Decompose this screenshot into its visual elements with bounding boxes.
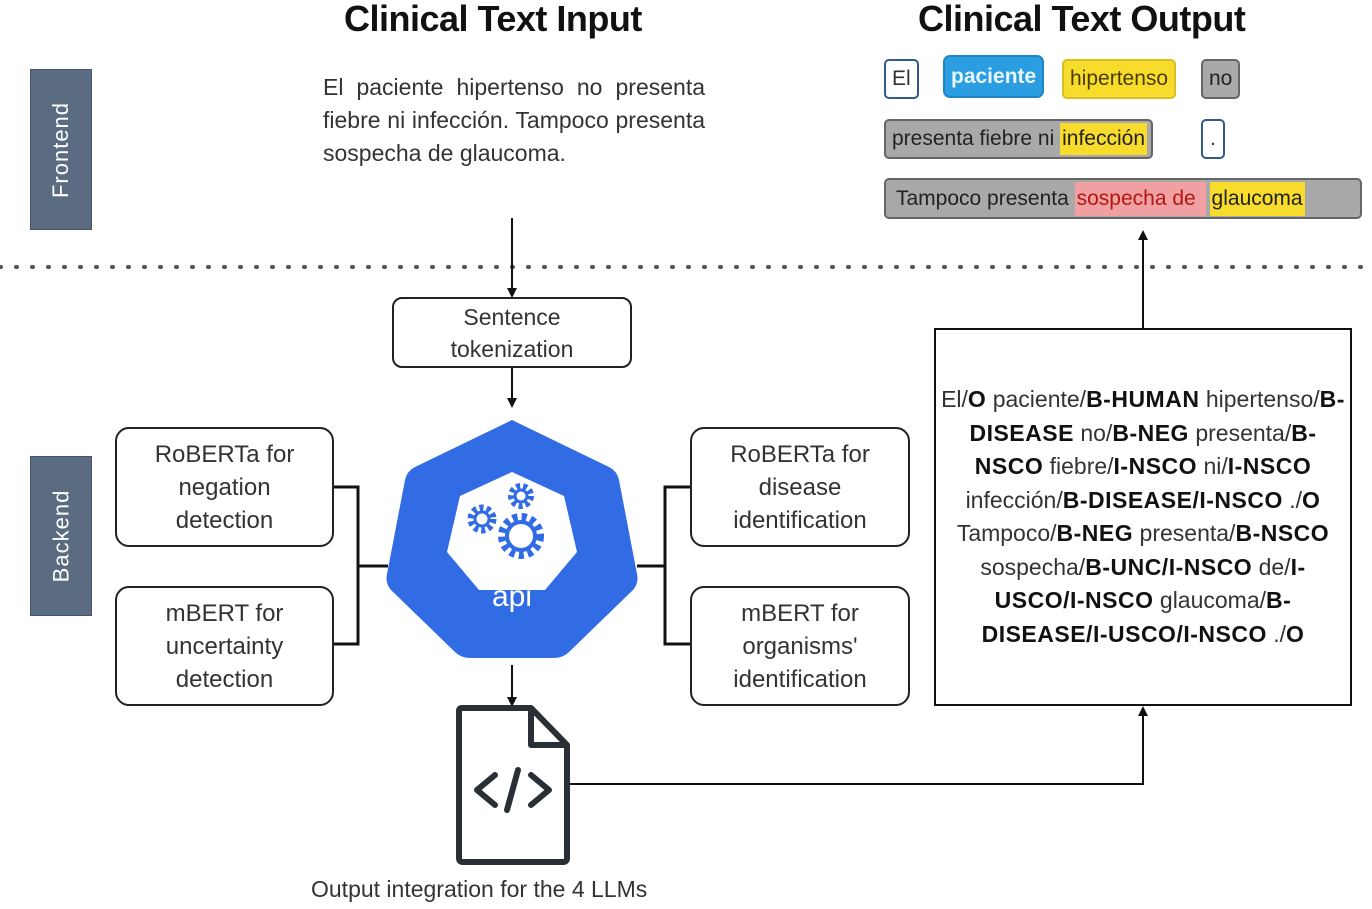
token-word: fiebre/	[1049, 453, 1114, 479]
model-line: organisms'	[742, 632, 858, 660]
token-word: ni/	[1203, 453, 1228, 479]
token-word: glaucoma/	[1159, 587, 1267, 613]
token-word: presenta/	[1195, 419, 1292, 446]
backend-lane-label: Backend	[30, 456, 92, 616]
chip-paciente-human: paciente	[943, 55, 1045, 98]
integration-caption: Output integration for the 4 LLMs	[311, 876, 648, 902]
gears-icon	[467, 483, 544, 559]
model-line: negation	[178, 473, 271, 501]
model-line: identification	[733, 665, 867, 693]
clinical-input-text: El paciente hipertenso no presenta fiebr…	[323, 74, 705, 166]
token-tag: B-HUMAN	[1086, 386, 1200, 412]
model-line: detection	[175, 506, 274, 534]
token-tag: O	[1286, 620, 1305, 647]
bracket-right-models	[637, 485, 690, 646]
token-word: El/	[941, 386, 968, 412]
input-title: Clinical Text Input	[344, 0, 642, 39]
token-tag: B-DISEASE	[969, 386, 1345, 446]
token-tag: B-NEG	[1056, 520, 1134, 546]
bracket-left-models	[333, 485, 388, 646]
token-word: Tampoco/	[956, 520, 1057, 546]
tagged-output-box: El/O paciente/B-HUMAN hipertenso/B-DISEA…	[934, 328, 1352, 706]
token-word: ./	[1273, 620, 1287, 647]
model-line: RoBERTa for	[730, 440, 870, 468]
api-icon: api	[386, 420, 638, 658]
model-box-uncertainty: mBERT for uncertainty detection	[115, 586, 334, 706]
model-box-organisms: mBERT for organisms' identification	[690, 586, 910, 706]
model-line: identification	[733, 506, 867, 534]
token-tag: O	[967, 386, 987, 412]
token-word: hipertenso/	[1205, 386, 1320, 412]
chip-negation-scope-2: Tampoco presenta sospecha de glaucoma	[884, 178, 1362, 219]
model-line: RoBERTa for	[154, 440, 295, 468]
token-tag: I-NSCO	[1227, 453, 1312, 479]
token-tag: B-UNC/I-NSCO	[1085, 553, 1253, 580]
token-word: ./	[1289, 486, 1303, 513]
model-line: uncertainty	[165, 632, 284, 660]
token-word: de/	[1258, 553, 1291, 580]
model-line: disease	[758, 473, 842, 501]
model-line: mBERT for	[165, 599, 284, 627]
chip-no-negation: no	[1201, 59, 1241, 99]
scope-text: Tampoco presenta	[896, 186, 1075, 210]
token-tag: O	[1302, 486, 1321, 513]
token-tag: I-USCO/I-NSCO	[994, 553, 1306, 614]
tagged-output-text: El/O paciente/B-HUMAN hipertenso/B-DISEA…	[936, 383, 1350, 651]
token-tag: I-NSCO	[1113, 453, 1198, 479]
scope-disease-infeccion: infección	[1060, 123, 1147, 155]
model-box-disease: RoBERTa for disease identification	[690, 427, 910, 547]
sentence-tokenization-box: Sentence tokenization	[392, 297, 632, 368]
scope-disease-glaucoma: glaucoma	[1209, 181, 1305, 216]
chip-negation-scope-1: presenta fiebre ni infección	[884, 119, 1153, 159]
frontend-label-text: Frontend	[48, 101, 73, 198]
token-tag: B-NEG	[1112, 419, 1189, 446]
model-box-negation: RoBERTa for negation detection	[115, 427, 334, 547]
token-tag: B-DISEASE/I-NSCO	[1062, 486, 1283, 513]
chip-period: .	[1201, 119, 1225, 159]
model-line: mBERT for	[741, 599, 859, 627]
uncertainty-scope: sospecha de	[1074, 181, 1206, 216]
token-tag: B-NSCO	[974, 419, 1317, 480]
token-word: no/	[1080, 419, 1113, 446]
tokenization-line1: Sentence	[463, 303, 561, 330]
chip-el: El	[884, 59, 919, 99]
token-word: infección/	[965, 486, 1063, 513]
arrow-integration-to-output	[570, 706, 1148, 785]
token-tag: B-DISEASE/I-USCO/I-NSCO	[981, 587, 1292, 647]
chip-hipertenso-disease: hipertenso	[1062, 59, 1177, 99]
token-word: presenta/	[1139, 520, 1236, 546]
frontend-lane-label: Frontend	[30, 69, 92, 230]
token-word: paciente/	[992, 386, 1087, 412]
token-tag: B-NSCO	[1235, 520, 1330, 546]
code-file-icon	[456, 705, 570, 865]
model-line: detection	[175, 665, 274, 693]
output-title: Clinical Text Output	[918, 0, 1246, 39]
scope-text: presenta fiebre ni	[892, 127, 1061, 150]
backend-label-text: Backend	[48, 489, 73, 583]
token-word: sospecha/	[980, 553, 1086, 580]
tokenization-line2: tokenization	[450, 335, 574, 362]
api-label: api	[492, 580, 532, 613]
